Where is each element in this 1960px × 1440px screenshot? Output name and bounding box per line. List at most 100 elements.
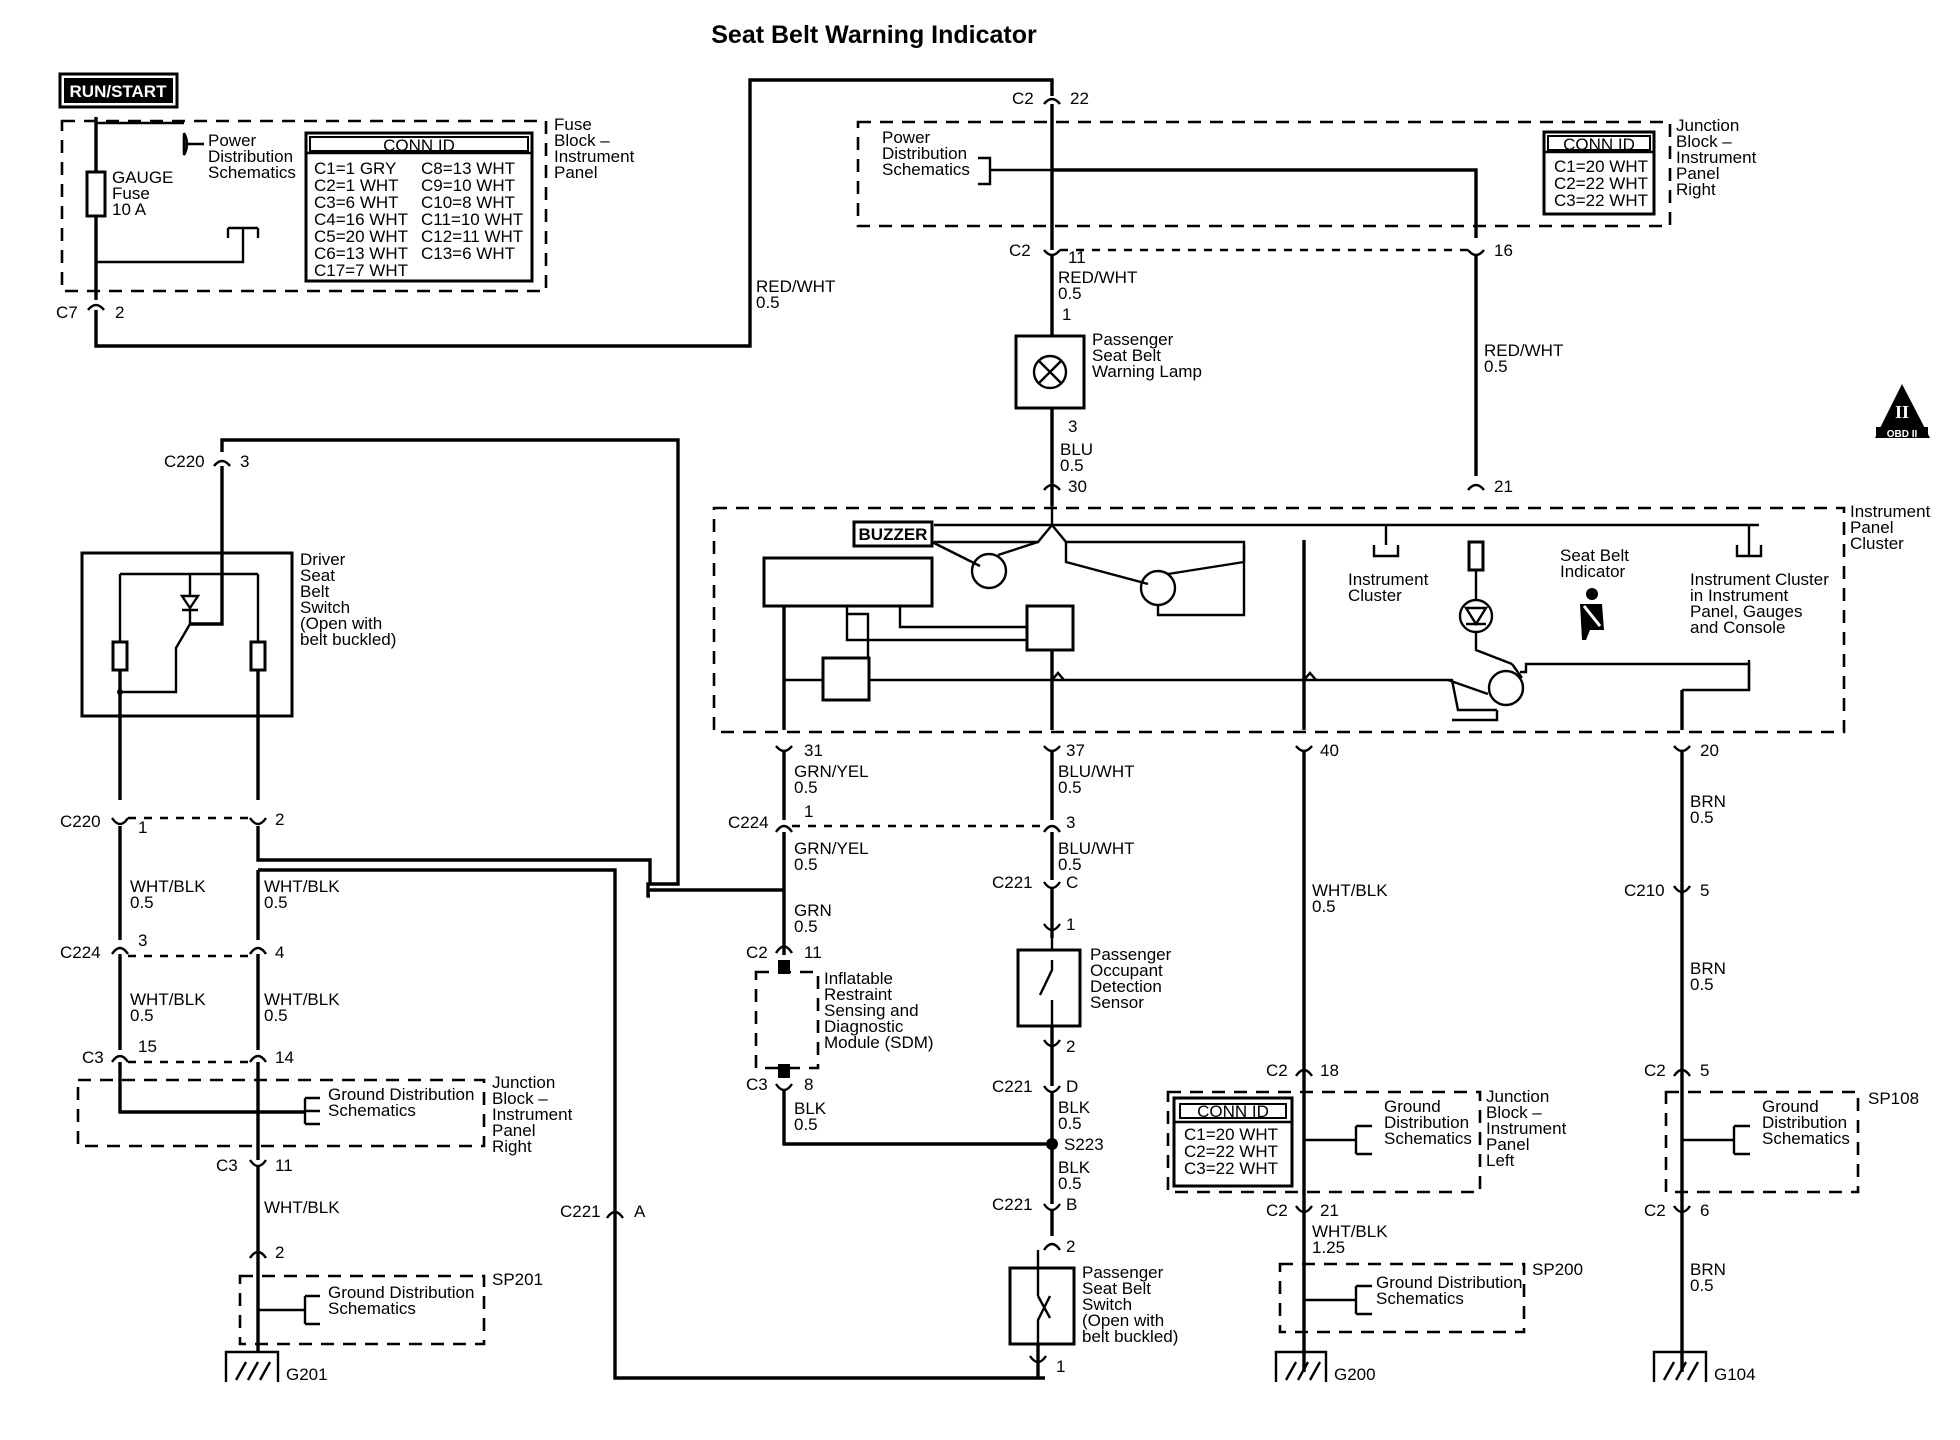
c2-connector-18: C2 18: [1266, 1061, 1339, 1080]
svg-text:BUZZER: BUZZER: [859, 525, 928, 544]
svg-text:3: 3: [138, 931, 147, 950]
c221-connector-d: C221 D: [992, 1077, 1078, 1096]
svg-text:3: 3: [240, 452, 249, 471]
gauge-fuse: [85, 170, 107, 218]
svg-text:3: 3: [1068, 417, 1077, 436]
svg-text:3: 3: [1066, 813, 1075, 832]
c2-pin-22: C2 22: [1012, 89, 1089, 108]
conn-id-table-2: [1542, 130, 1656, 216]
svg-text:11: 11: [1068, 248, 1086, 267]
indicator-led: [1458, 598, 1494, 634]
svg-text:C7: C7: [56, 303, 78, 322]
svg-text:C220: C220: [164, 452, 205, 471]
c220-upper-connector: C220 3: [164, 452, 249, 471]
svg-text:B: B: [1066, 1195, 1077, 1214]
svg-text:8: 8: [804, 1075, 813, 1094]
svg-text:30: 30: [1068, 477, 1087, 496]
c2-pin-11-16: C2 11 16: [1009, 241, 1513, 267]
svg-text:15: 15: [138, 1037, 157, 1056]
svg-text:18: 18: [1320, 1061, 1339, 1080]
svg-text:21: 21: [1320, 1201, 1339, 1220]
svg-text:1: 1: [1056, 1357, 1065, 1376]
ground-g200-icon: G200: [1274, 1350, 1376, 1384]
svg-text:C224: C224: [60, 943, 101, 962]
svg-text:C221: C221: [992, 873, 1033, 892]
conn-id-title: CONN ID: [383, 136, 455, 155]
svg-text:20: 20: [1700, 741, 1719, 760]
c220-connector: C220 1 2: [60, 810, 284, 837]
c210-connector: C210 5: [1624, 881, 1709, 900]
transistor-1: [970, 552, 1008, 590]
ipc-bottom-pins: 31 37 40 20: [775, 741, 1719, 760]
seat-belt-person-icon: [1580, 588, 1604, 640]
svg-text:1: 1: [804, 802, 813, 821]
svg-text:14: 14: [275, 1048, 294, 1067]
c224-connector-upper: C224 1 3: [728, 802, 1075, 833]
svg-text:CONN ID: CONN ID: [1563, 135, 1635, 154]
c2-connector-5: C2 5: [1644, 1061, 1709, 1080]
svg-text:C210: C210: [1624, 881, 1665, 900]
svg-text:C2: C2: [1266, 1201, 1288, 1220]
svg-text:RUN/START: RUN/START: [70, 82, 168, 101]
c221-connector-c: C221 C: [992, 873, 1078, 892]
svg-text:C3: C3: [746, 1075, 768, 1094]
svg-text:2: 2: [115, 303, 124, 322]
wire-red-wht-top: [94, 78, 1054, 348]
svg-text:5: 5: [1700, 881, 1709, 900]
svg-text:31: 31: [804, 741, 823, 760]
svg-text:4: 4: [275, 943, 284, 962]
c224-connector-lower: C224 3 4: [60, 931, 284, 962]
run-start-label: RUN/START: [58, 72, 179, 109]
svg-text:11: 11: [804, 943, 822, 962]
svg-text:37: 37: [1066, 741, 1085, 760]
svg-text:CONN ID: CONN ID: [1197, 1102, 1269, 1121]
wire-c220-3-to-sdm: [220, 438, 680, 898]
buzzer: [852, 520, 934, 548]
svg-text:11: 11: [275, 1156, 293, 1175]
ipc-controller-block: [762, 556, 934, 608]
svg-text:40: 40: [1320, 741, 1339, 760]
svg-text:C2: C2: [1644, 1061, 1666, 1080]
svg-text:A: A: [634, 1202, 646, 1221]
c221-connector-a: C221 A: [560, 1202, 646, 1221]
ipc-small-module-2: [1025, 604, 1075, 652]
svg-text:C220: C220: [60, 812, 101, 831]
svg-text:C224: C224: [728, 813, 769, 832]
svg-text:D: D: [1066, 1077, 1078, 1096]
svg-text:G200: G200: [1334, 1365, 1376, 1384]
